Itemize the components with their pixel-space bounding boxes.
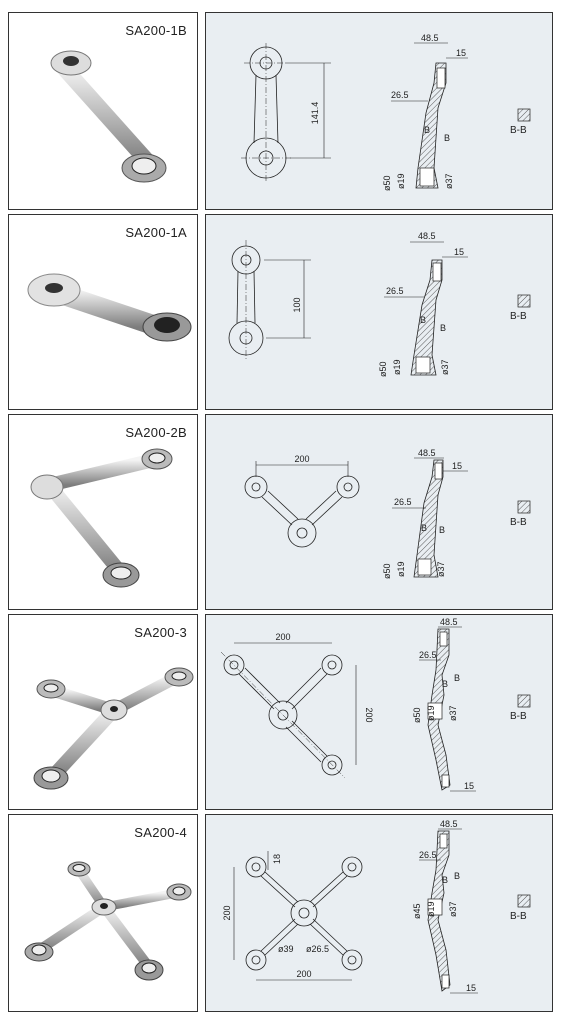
- product-photo: SA200-1A: [8, 214, 198, 410]
- cut-mark: B: [444, 133, 450, 143]
- model-label: SA200-2B: [125, 425, 187, 440]
- product-row-sa200-2b: SA200-2B 200: [8, 414, 553, 610]
- dim-right: 15: [456, 48, 466, 58]
- plan-view: 141.4: [241, 43, 331, 183]
- section-view: 48.5 15 26.5 B B ø45 ø19 ø37: [412, 819, 478, 994]
- dim-vertical: 200: [222, 905, 232, 920]
- section-label: B-B: [510, 911, 527, 922]
- model-label: SA200-4: [134, 825, 187, 840]
- dim-hole-large: ø39: [278, 944, 294, 954]
- section-view: 48.5 15 26.5 B B ø50 ø19 ø37: [382, 448, 468, 579]
- dim-inner: ø19: [392, 359, 402, 375]
- technical-drawing: 200 200 48.5 15 26.5 B B ø50 ø19 ø37: [205, 614, 553, 810]
- section-label: B-B: [510, 517, 527, 528]
- section-view: 48.5 15 26.5 B B ø50 ø19 ø37: [378, 231, 468, 377]
- section-view: 48.5 15 26.5 B B ø50 ø19 ø37: [382, 33, 468, 191]
- section-label: B-B: [510, 311, 527, 322]
- model-label: SA200-1B: [125, 23, 187, 38]
- dim-inner: ø19: [396, 561, 406, 577]
- dim-outer: ø45: [412, 903, 422, 919]
- product-row-sa200-1b: SA200-1B 141.4: [8, 12, 553, 210]
- dim-horizontal: 200: [296, 969, 311, 979]
- dim-mid: 26.5: [386, 286, 404, 296]
- dim-span: 200: [294, 454, 309, 464]
- technical-drawing: 200 48.5 15 26.5 B B ø50 ø19 ø37 B-B: [205, 414, 553, 610]
- dim-vertical: 200: [364, 707, 374, 722]
- product-row-sa200-3: SA200-3: [8, 614, 553, 810]
- plan-view: 18 200 200 ø39 ø26.5: [222, 851, 363, 981]
- dim-outer: ø50: [412, 707, 422, 723]
- dim-hole-small: ø26.5: [306, 944, 329, 954]
- product-photo: SA200-1B: [8, 12, 198, 210]
- fitting-illustration: [27, 273, 192, 342]
- dim-inner: ø19: [426, 705, 436, 721]
- dim-length: 141.4: [310, 102, 320, 125]
- cut-mark: B: [440, 323, 446, 333]
- cut-mark: B: [420, 315, 426, 325]
- dim-length: 100: [292, 297, 302, 312]
- dim-hole: ø37: [436, 561, 446, 577]
- plan-view: 200: [244, 454, 360, 548]
- dim-hole: ø37: [448, 705, 458, 721]
- section-label: B-B: [510, 711, 527, 722]
- dim-mid: 26.5: [394, 497, 412, 507]
- dim-hole: ø37: [440, 359, 450, 375]
- section-symbol: B-B: [510, 108, 531, 136]
- dim-top: 48.5: [421, 33, 439, 43]
- dim-outer: ø50: [378, 361, 388, 377]
- section-label: B-B: [510, 125, 527, 136]
- dim-right: 15: [464, 781, 474, 791]
- cut-mark: B: [439, 525, 445, 535]
- section-view: 48.5 15 26.5 B B ø50 ø19 ø37: [412, 617, 476, 792]
- model-label: SA200-1A: [125, 225, 187, 240]
- dim-hole: ø37: [448, 901, 458, 917]
- cut-mark: B: [454, 673, 460, 683]
- fitting-illustration: [33, 667, 194, 790]
- dim-right: 15: [454, 247, 464, 257]
- dim-top: 48.5: [440, 617, 458, 627]
- section-symbol: B-B: [510, 500, 531, 528]
- dim-top: 48.5: [418, 448, 436, 458]
- dim-top: 48.5: [418, 231, 436, 241]
- dim-inner: ø19: [396, 173, 406, 189]
- cut-mark: B: [442, 679, 448, 689]
- fitting-illustration: [50, 50, 167, 183]
- technical-drawing: 18 200 200 ø39 ø26.5 48.5 15 26.5 B: [205, 814, 553, 1012]
- dim-outer: ø50: [382, 175, 392, 191]
- technical-drawing: 141.4 48.5 15 26.5 B B ø50 ø19 ø37: [205, 12, 553, 210]
- technical-drawing: 100 48.5 15 26.5 B B ø50 ø19 ø37 B-B: [205, 214, 553, 410]
- dim-mid: 26.5: [419, 850, 437, 860]
- dim-mid: 26.5: [419, 650, 437, 660]
- model-label: SA200-3: [134, 625, 187, 640]
- dim-right: 15: [466, 983, 476, 993]
- fitting-illustration: [30, 448, 173, 588]
- cut-mark: B: [442, 875, 448, 885]
- dim-inner: ø19: [426, 901, 436, 917]
- dim-hole: ø37: [444, 173, 454, 189]
- dim-right: 15: [452, 461, 462, 471]
- product-row-sa200-4: SA200-4: [8, 814, 553, 1012]
- fitting-illustration: [24, 861, 192, 981]
- cut-mark: B: [424, 125, 430, 135]
- dim-mid: 26.5: [391, 90, 409, 100]
- product-photo: SA200-2B: [8, 414, 198, 610]
- cut-mark: B: [454, 871, 460, 881]
- section-symbol: B-B: [510, 894, 531, 922]
- dim-outer: ø50: [382, 563, 392, 579]
- cut-mark: B: [421, 523, 427, 533]
- dim-horizontal: 200: [275, 632, 290, 642]
- dim-top: 48.5: [440, 819, 458, 829]
- product-photo: SA200-4: [8, 814, 198, 1012]
- plan-view: 100: [228, 240, 311, 360]
- section-symbol: B-B: [510, 294, 531, 322]
- plan-view: 200 200: [220, 632, 374, 779]
- product-photo: SA200-3: [8, 614, 198, 810]
- dim-thickness: 18: [272, 854, 282, 864]
- product-row-sa200-1a: SA200-1A 100 48.5: [8, 214, 553, 410]
- section-symbol: B-B: [510, 694, 531, 722]
